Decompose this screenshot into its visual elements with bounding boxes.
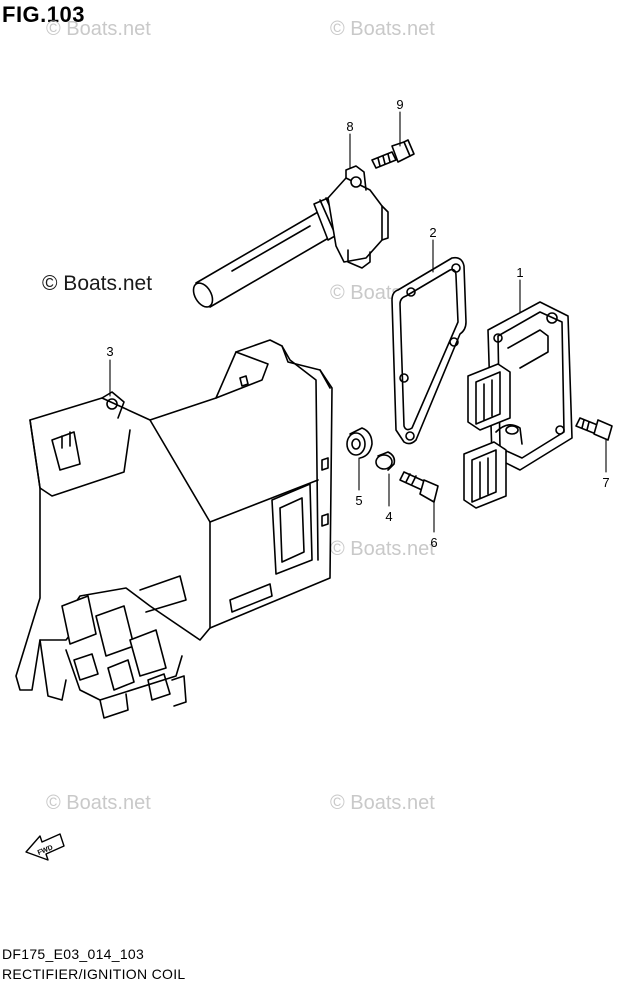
bolt-7 xyxy=(575,417,613,441)
diagram-code: DF175_E03_014_103 xyxy=(2,946,145,962)
figure-title: FIG.103 xyxy=(2,2,85,27)
bolt-6 xyxy=(399,471,439,503)
callout-4: 4 xyxy=(385,509,392,524)
ignition-coil xyxy=(192,165,389,308)
callout-6: 6 xyxy=(430,535,437,550)
watermark: © Boats.net xyxy=(46,792,151,814)
fwd-arrow-icon xyxy=(25,833,65,861)
rectifier xyxy=(463,301,573,509)
watermark: © Boats.net xyxy=(330,538,435,560)
callout-3: 3 xyxy=(106,344,113,359)
gasket xyxy=(391,256,467,445)
collar xyxy=(375,451,396,471)
bracket-cover xyxy=(15,339,333,719)
callout-1: 1 xyxy=(516,265,523,280)
bolt-9 xyxy=(371,139,415,169)
callout-7: 7 xyxy=(602,475,609,490)
watermark: © Boats.net xyxy=(330,18,435,40)
grommet xyxy=(346,427,373,459)
callout-9: 9 xyxy=(396,97,403,112)
callouts: 1 2 3 4 5 6 7 8 9 xyxy=(106,97,609,550)
leader-lines xyxy=(109,111,607,533)
callout-2: 2 xyxy=(429,225,436,240)
watermark: © Boats.net xyxy=(330,792,435,814)
watermark-main: © Boats.net xyxy=(42,272,153,295)
diagram-caption: RECTIFIER/IGNITION COIL xyxy=(2,966,186,982)
callout-8: 8 xyxy=(346,119,353,134)
watermark: © Boats.net xyxy=(46,18,151,40)
callout-5: 5 xyxy=(355,493,362,508)
